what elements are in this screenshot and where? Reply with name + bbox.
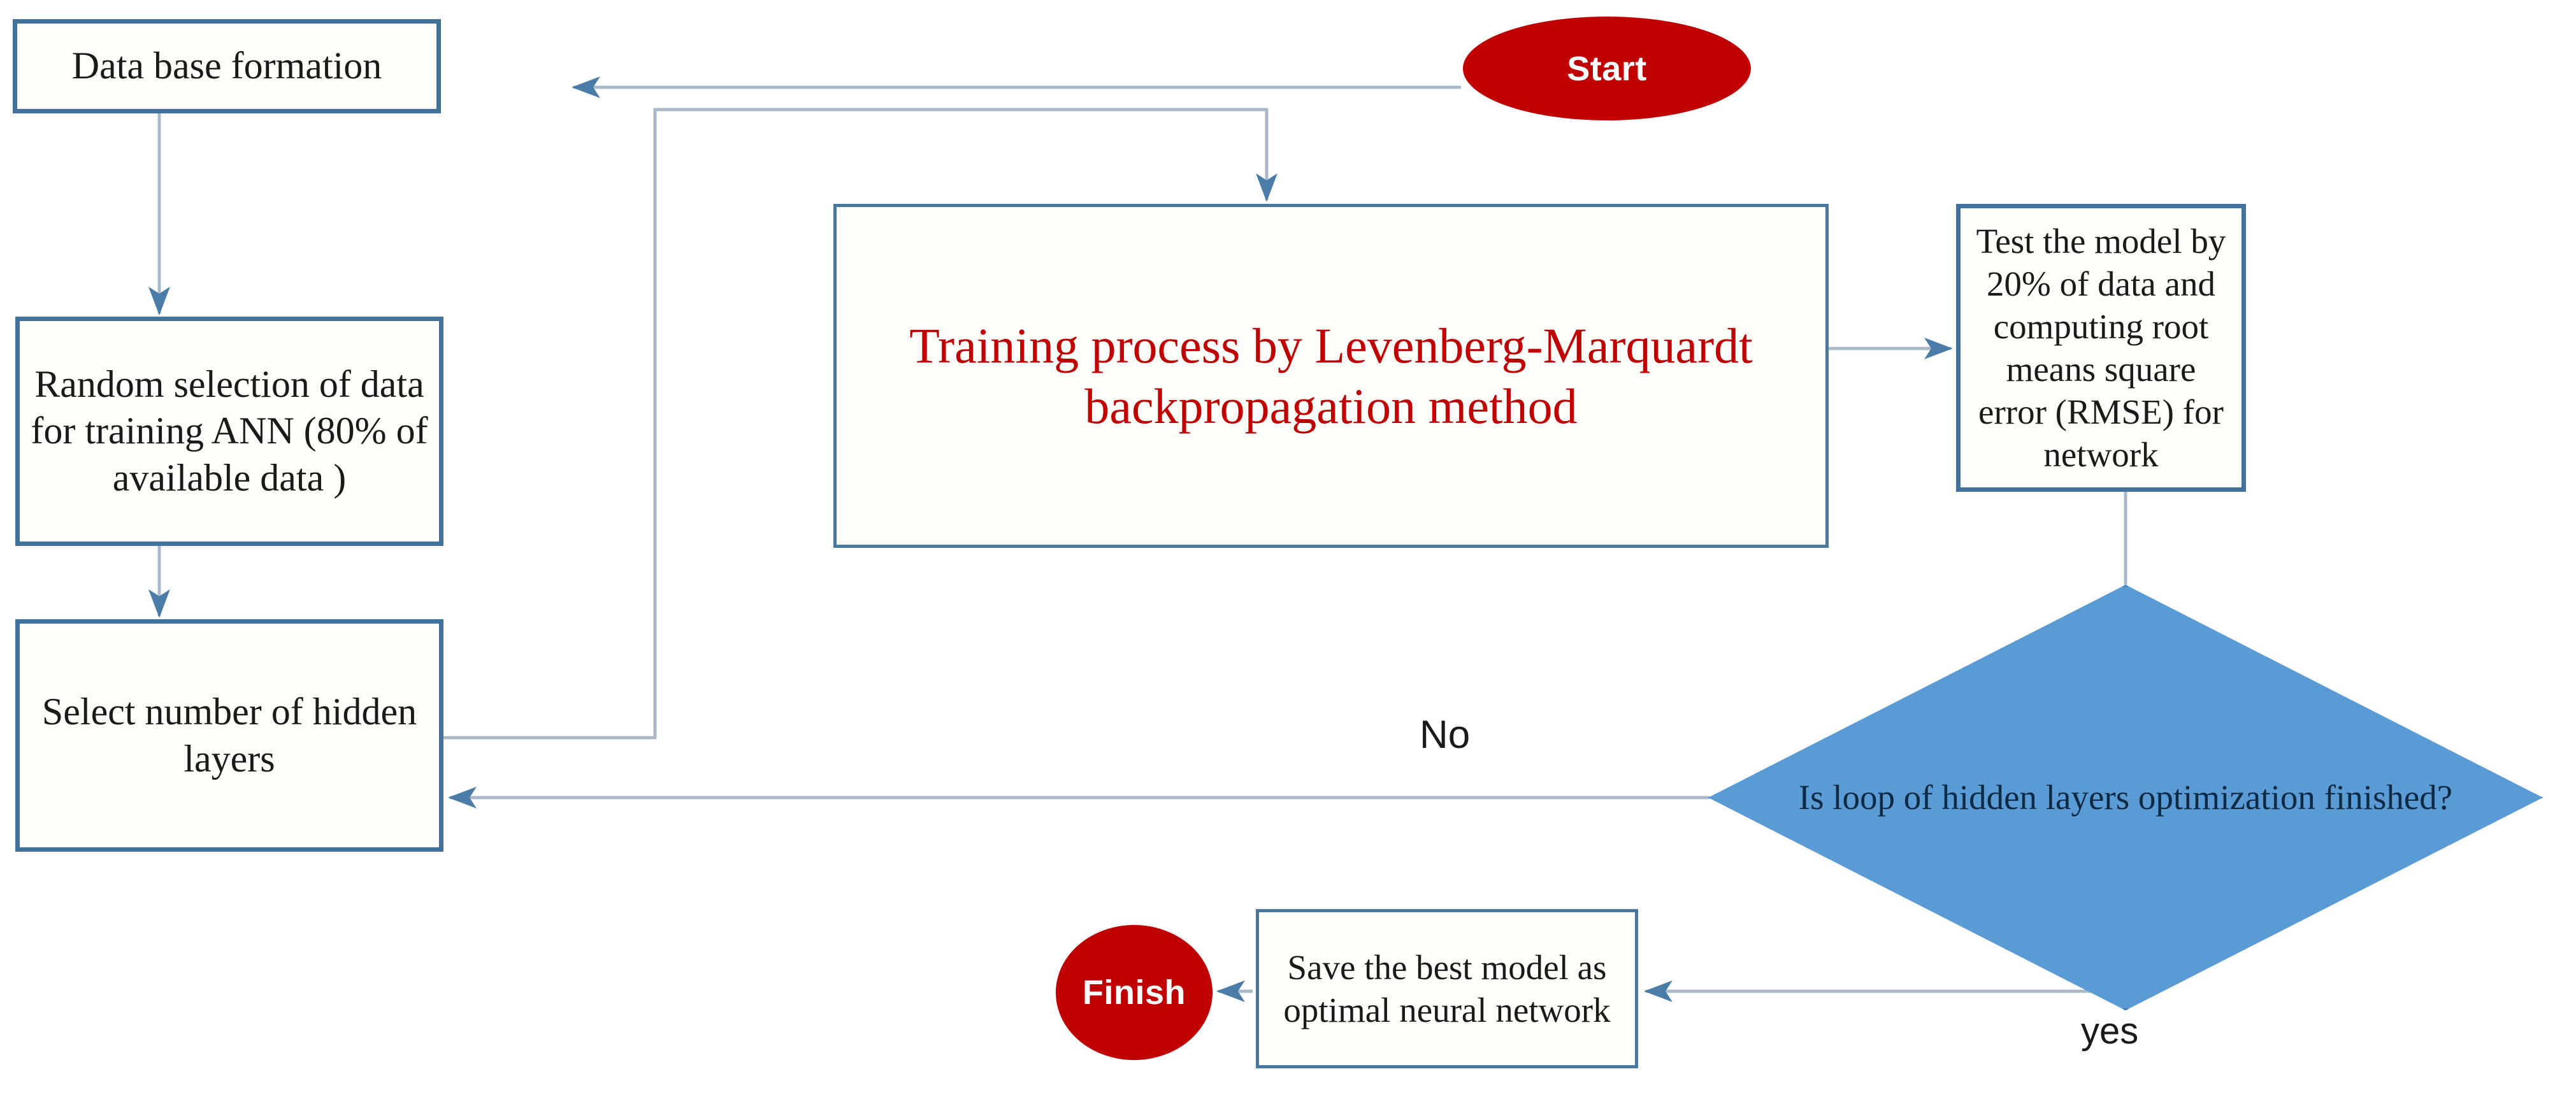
edge-label-yes: yes xyxy=(2081,1010,2139,1052)
node-save-best-model-label: Save the best model as optimal neural ne… xyxy=(1283,947,1611,1029)
node-training-process[interactable]: Training process by Levenberg-Marquardt … xyxy=(833,204,1829,548)
edge-hidden-to-training xyxy=(443,108,1277,740)
node-save-best-model[interactable]: Save the best model as optimal neural ne… xyxy=(1256,909,1638,1068)
node-test-model-label: Test the model by 20% of data and comput… xyxy=(1976,221,2226,475)
node-finish[interactable]: Finish xyxy=(1056,925,1212,1060)
node-start-label: Start xyxy=(1567,49,1647,88)
node-decision-loop-finished[interactable]: Is loop of hidden layers optimization fi… xyxy=(1708,585,2543,1010)
node-finish-label: Finish xyxy=(1083,973,1186,1012)
edge-label-no: No xyxy=(1420,713,1471,757)
node-start[interactable]: Start xyxy=(1463,17,1751,120)
node-select-hidden-layers-label: Select number of hidden layers xyxy=(41,691,417,780)
node-random-selection-label: Random selection of data for training AN… xyxy=(31,363,428,499)
node-decision-loop-finished-label: Is loop of hidden layers optimization fi… xyxy=(1798,777,2453,817)
node-test-model[interactable]: Test the model by 20% of data and comput… xyxy=(1956,204,2246,492)
node-select-hidden-layers[interactable]: Select number of hidden layers xyxy=(15,619,443,852)
node-database-formation-label: Data base formation xyxy=(71,45,382,87)
node-database-formation[interactable]: Data base formation xyxy=(13,19,441,113)
node-training-process-label: Training process by Levenberg-Marquardt … xyxy=(909,317,1753,434)
node-random-selection[interactable]: Random selection of data for training AN… xyxy=(15,317,443,546)
